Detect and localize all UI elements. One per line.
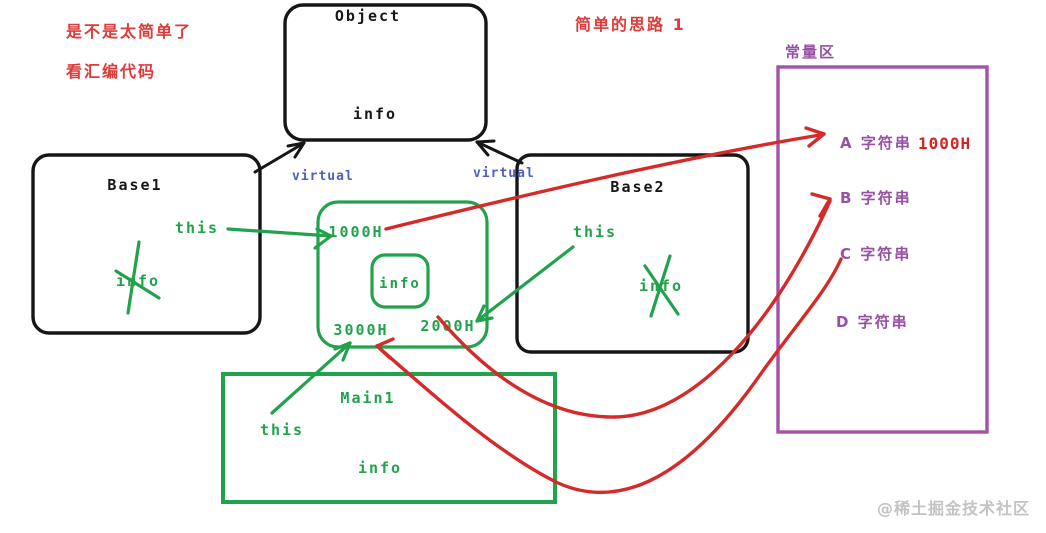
watermark: @稀土掘金技术社区	[877, 499, 1030, 518]
vtable-address-1000h: 1000H	[328, 223, 383, 241]
constant-entry-a-address: 1000H	[918, 134, 971, 153]
base2-this-label: this	[573, 223, 617, 241]
this-arrow-base2-to-2000h	[475, 245, 575, 323]
constant-entry-b: B 字符串	[840, 189, 912, 207]
base1-info-crossout-icon	[114, 240, 161, 315]
constant-entry-c: C 字符串	[840, 245, 911, 263]
main1-info-member: info	[358, 459, 402, 477]
note-see-assembly: 看汇编代码	[65, 62, 156, 81]
note-simple-idea: 简单的思路 1	[575, 15, 686, 34]
base2-title: Base2	[610, 178, 665, 196]
base1-title: Base1	[107, 176, 162, 194]
constant-entry-d: D 字符串	[836, 313, 909, 331]
main1-this-label: this	[260, 421, 304, 439]
this-arrow-base1-to-1000h	[226, 227, 333, 250]
red-arrow-string-c-to-3000h	[375, 257, 843, 494]
base1-class-box	[31, 153, 262, 335]
constant-entry-a: A 字符串	[840, 134, 912, 152]
object-info-member: info	[353, 105, 397, 123]
vtable-address-3000h: 3000H	[333, 321, 388, 339]
arrow-base2-to-object	[475, 139, 524, 165]
constant-area-box	[776, 65, 989, 434]
object-title: Object	[335, 7, 401, 25]
this-arrow-main1-to-3000h	[270, 341, 352, 415]
vtable-box	[316, 200, 489, 349]
vtable-info-box	[370, 253, 430, 309]
virtual-label-left: virtual	[292, 169, 354, 184]
note-too-simple: 是不是太简单了	[65, 22, 192, 41]
main1-title: Main1	[340, 389, 395, 407]
virtual-label-right: virtual	[473, 166, 535, 181]
base2-class-box	[515, 153, 750, 354]
object-class-box	[283, 3, 488, 142]
red-arrow-2000h-to-string-b	[436, 192, 832, 419]
base1-this-label: this	[175, 219, 219, 237]
constant-area-title: 常量区	[785, 43, 836, 61]
vtable-info-member: info	[379, 276, 421, 292]
main1-class-box	[221, 372, 557, 504]
red-arrow-1000h-to-string-a	[384, 126, 826, 231]
base2-info-crossout-icon	[643, 254, 680, 318]
arrow-base1-to-object	[253, 141, 306, 174]
